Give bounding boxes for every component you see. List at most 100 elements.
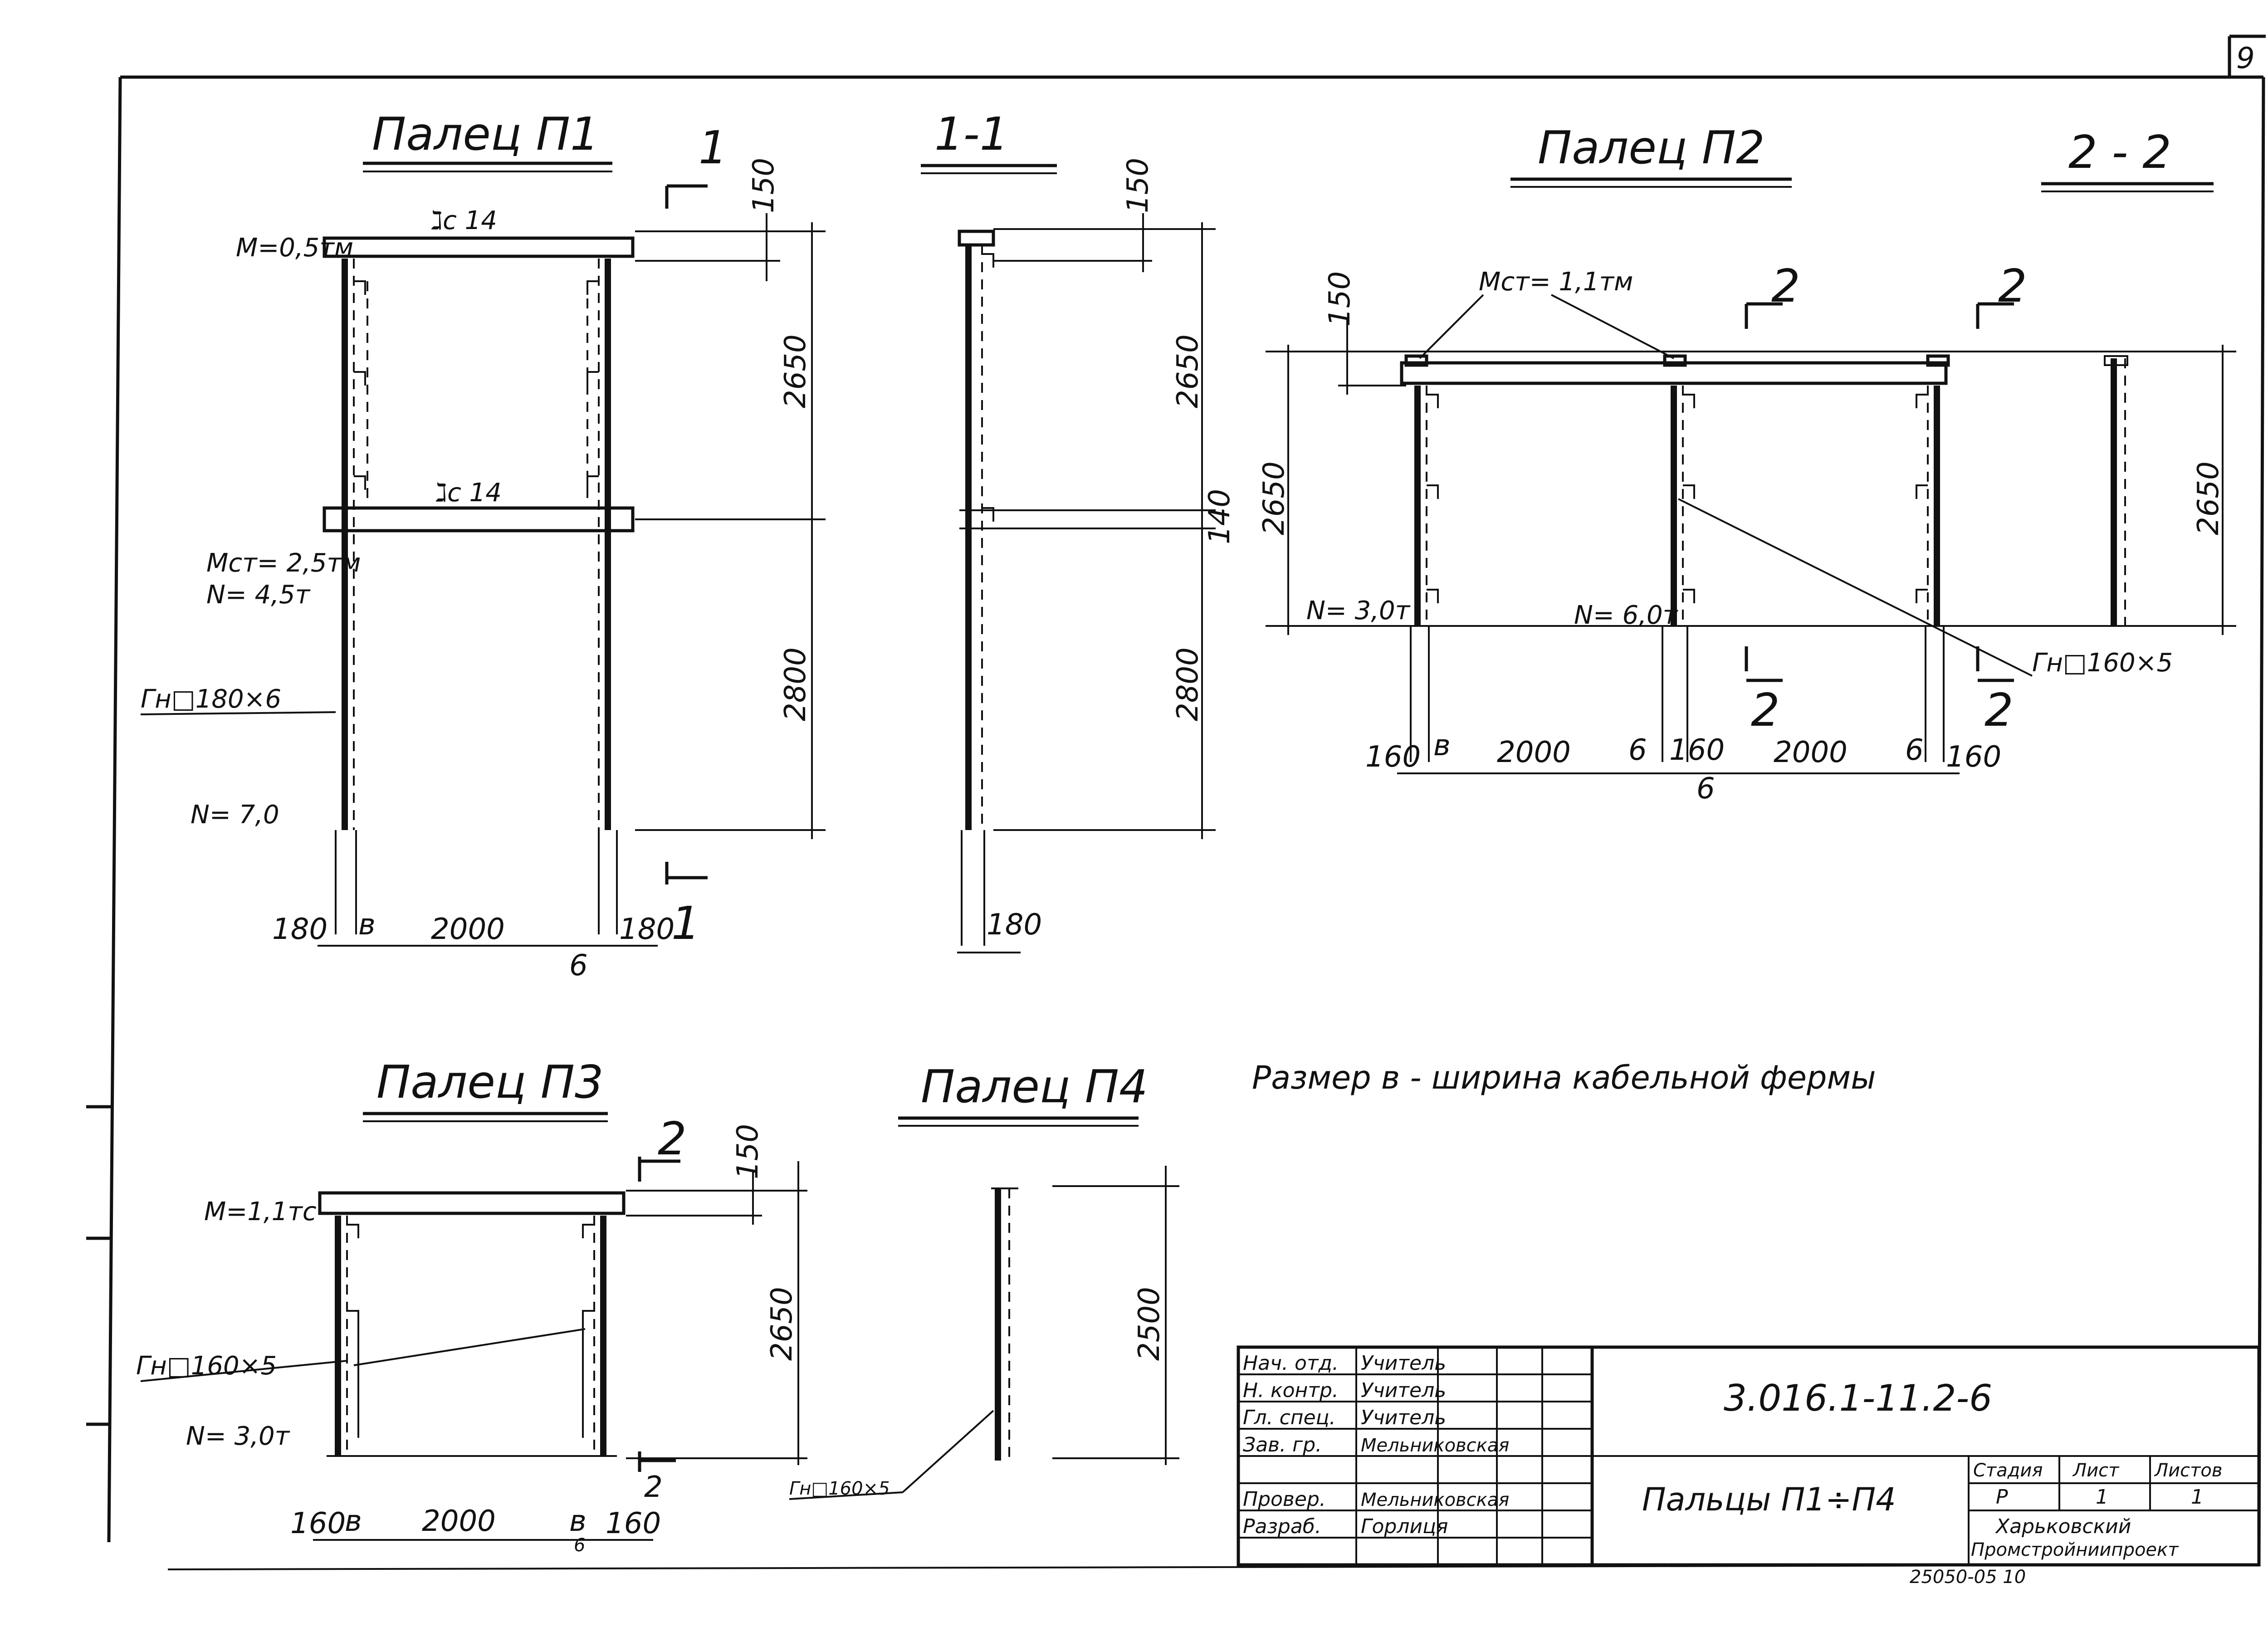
p4-title: Палец П4 [921, 1060, 1148, 1113]
p1-dim-top: 150 [747, 158, 781, 213]
p1-cable-brackets [354, 280, 599, 503]
p2-dim-height: 2650 [1257, 461, 1291, 535]
p3-dim-span: 2000 [422, 1505, 496, 1538]
p1-mid-beam-label: ℷc 14 [435, 478, 502, 508]
tb-archive-no: 25050-05 10 [1910, 1567, 2026, 1588]
svg-text:2: 2 [1984, 684, 2014, 737]
general-note: Размер в - ширина кабельной фермы [1252, 1059, 1876, 1096]
tb-role-1: Нач. отд. [1243, 1352, 1339, 1375]
p1-dim-lower: 2800 [779, 647, 812, 721]
tb-drawing-title: Пальцы П1÷П4 [1642, 1481, 1896, 1518]
p1-dim-span: 2000 [431, 913, 505, 946]
view-p1: Палец П1 1 1 ℷc 14 ℷc 14 [140, 107, 826, 982]
p2-title: Палец П2 [1538, 121, 1765, 174]
s11-title: 1-1 [934, 107, 1008, 161]
s11-dim-lower: 2800 [1171, 647, 1205, 721]
p3-dim-height: 2650 [765, 1287, 799, 1361]
tb-stage: Р [1996, 1485, 2008, 1509]
title-block: Нач. отд. Н. контр. Гл. спец. Зав. гр. П… [1237, 1345, 2261, 1588]
p1-vertical-dimensions [635, 213, 826, 839]
tb-sheets: 1 [2191, 1485, 2204, 1509]
p4-dimensions [1052, 1166, 1179, 1465]
p3-beam [318, 1191, 626, 1215]
tb-col-stage: Стадия [1973, 1460, 2043, 1481]
p1-dim-upper: 2650 [779, 334, 812, 408]
tb-org-line1: Харьковский [1995, 1515, 2131, 1538]
page-number: 9 [2236, 42, 2255, 75]
p3-columns [327, 1216, 617, 1457]
p1-right-column [598, 259, 618, 934]
p1-section-mark-bottom: 1 [665, 862, 708, 950]
p1-load-top: M=0,5тм [236, 233, 353, 263]
tb-name-2: Учитель [1361, 1379, 1446, 1402]
p2-dim-b-2: 6 [1696, 772, 1715, 806]
tb-sheet: 1 [2096, 1485, 2108, 1509]
p2-dim-col-left: 160 [1365, 740, 1421, 774]
s11-dimensions [957, 213, 1216, 953]
p2-dim-b-3: 6 [1905, 733, 1924, 767]
svg-text:2: 2 [1771, 259, 1800, 313]
p3-dim-top: 150 [731, 1124, 765, 1179]
p2-section-column [2104, 355, 2128, 626]
p1-top-beam-label: ℷc 14 [431, 206, 497, 235]
svg-text:2: 2 [1751, 684, 1780, 737]
tb-org-line2: Промстройниипроект [1971, 1539, 2179, 1560]
view-p2: Палец П2 2 - 2 2 2 2 2 [1257, 121, 2236, 806]
s11-dim-col: 180 [987, 908, 1042, 942]
p3-dimensions [313, 1161, 807, 1541]
svg-text:2: 2 [644, 1471, 663, 1504]
p1-dim-col-right: 180 [619, 913, 675, 946]
p2-dim-span-left: 2000 [1497, 736, 1571, 769]
tb-name-1: Учитель [1361, 1352, 1446, 1375]
p2-beam [1400, 361, 1948, 385]
view-p3: Палец П3 2 2 M=1,1тс Гн□160×5 N= 3,0т [136, 1055, 807, 1556]
p1-mid-beam [323, 506, 635, 533]
p3-section-mark: 2 2 [638, 1112, 687, 1504]
p2-load-top: Mcт= 1,1тм [1479, 267, 1633, 297]
p2-dim-b-1: 6 [1628, 733, 1647, 767]
svg-text:2: 2 [1998, 259, 2027, 313]
p2-load-left: N= 3,0т [1306, 596, 1411, 625]
s11-dim-top: 150 [1121, 158, 1155, 213]
p1-top-beam [323, 236, 635, 258]
p1-load-mid-m: Mcт= 2,5тм [206, 548, 361, 578]
tb-doc-code: 3.016.1-11.2-6 [1724, 1377, 1992, 1419]
p1-dim-gap-right: 6 [569, 949, 588, 982]
s11-dim-upper: 2650 [1171, 334, 1205, 408]
s11-dim-mid: 140 [1203, 489, 1237, 544]
s11-column [958, 230, 995, 946]
svg-text:1: 1 [671, 897, 700, 950]
p3-load-bottom: N= 3,0т [186, 1422, 290, 1451]
p2-section-marks: 2 2 2 2 [1745, 259, 2027, 737]
p2-columns [1410, 386, 1945, 762]
p2-dim-top: 150 [1323, 271, 1357, 327]
tb-name-6: Мельниковская [1361, 1490, 1509, 1510]
view-p4: Палец П4 2500 Гн□160×5 [789, 1060, 1179, 1500]
p3-dim-col-left: 160 [290, 1507, 346, 1540]
p4-column [991, 1187, 1018, 1461]
drawing-frame: 9 [86, 34, 2266, 1570]
p2-dim-gap-left: в [1433, 729, 1451, 762]
svg-text:2: 2 [658, 1112, 687, 1165]
tb-role-4: Зав. гр. [1243, 1433, 1322, 1456]
tb-name-7: Горлиця [1361, 1515, 1448, 1538]
tb-col-sheet: Лист [2072, 1460, 2120, 1481]
p3-dim-col-right: 160 [606, 1507, 661, 1540]
p2-dim-col-mid: 160 [1669, 733, 1725, 767]
p2-tube-label: Гн□160×5 [2032, 648, 2173, 678]
tb-name-3: Учитель [1361, 1406, 1446, 1429]
p2-vertical-dimensions [1266, 318, 2236, 635]
view-section-1-1: 1-1 150 2650 140 2800 180 [921, 107, 1237, 953]
p1-tube-label: Гн□180×6 [141, 684, 281, 714]
p3-title: Палец П3 [376, 1055, 604, 1109]
p3-dim-gap-right: в [569, 1505, 587, 1538]
tb-role-7: Разраб. [1243, 1515, 1321, 1538]
p3-load-top: M=1,1тс [204, 1197, 317, 1226]
p3-dim-gap-left: в [345, 1505, 362, 1538]
tb-col-sheets: Листов [2154, 1460, 2222, 1481]
p1-left-column [335, 259, 357, 934]
tb-role-2: Н. контр. [1243, 1379, 1339, 1402]
p2-dim-height-section: 2650 [2192, 461, 2225, 535]
p2-section-title: 2 - 2 [2068, 126, 2171, 179]
p3-tube-label: Гн□160×5 [136, 1351, 277, 1381]
